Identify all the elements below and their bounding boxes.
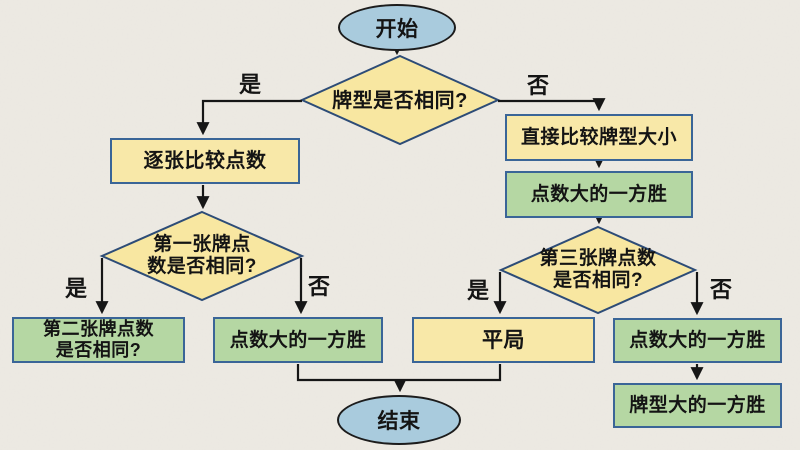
result-higher-points-wins-bottom: 点数大的一方胜 — [613, 318, 782, 363]
decision-first-card-shape — [99, 210, 305, 302]
edge-merge-rail — [296, 364, 502, 382]
branch-label-firstcard-no: 否 — [307, 274, 331, 299]
edge-cardtype-yes — [196, 99, 302, 136]
process-compare-each-point: 逐张比较点数 — [110, 138, 300, 184]
branch-label-firstcard-yes: 是 — [64, 276, 88, 301]
branch-label-cardtype-yes: 是 — [238, 72, 262, 97]
process-direct-compare-type: 直接比较牌型大小 — [505, 114, 693, 161]
decision-third-card-shape — [498, 225, 698, 315]
result-higher-type-wins: 牌型大的一方胜 — [613, 383, 782, 428]
result-second-card-same: 第二张牌点数 是否相同? — [12, 317, 185, 363]
branch-label-cardtype-no: 否 — [526, 73, 550, 98]
decision-first-card-label: 第一张牌点 数是否相同? — [147, 234, 257, 277]
result-higher-points-wins-right: 点数大的一方胜 — [505, 171, 693, 218]
end-terminator: 结束 — [337, 395, 461, 445]
start-terminator: 开始 — [338, 4, 456, 51]
decision-third-card-label: 第三张牌点数 是否相同? — [539, 248, 657, 291]
decision-card-type-label: 牌型是否相同? — [332, 90, 468, 112]
decision-card-type-shape — [299, 54, 501, 146]
branch-label-thirdcard-no: 否 — [709, 277, 733, 302]
process-tie: 平局 — [412, 317, 595, 363]
result-higher-points-wins-left: 点数大的一方胜 — [213, 317, 383, 363]
branch-label-thirdcard-yes: 是 — [466, 278, 490, 303]
edge-cardtype-no — [498, 98, 606, 112]
